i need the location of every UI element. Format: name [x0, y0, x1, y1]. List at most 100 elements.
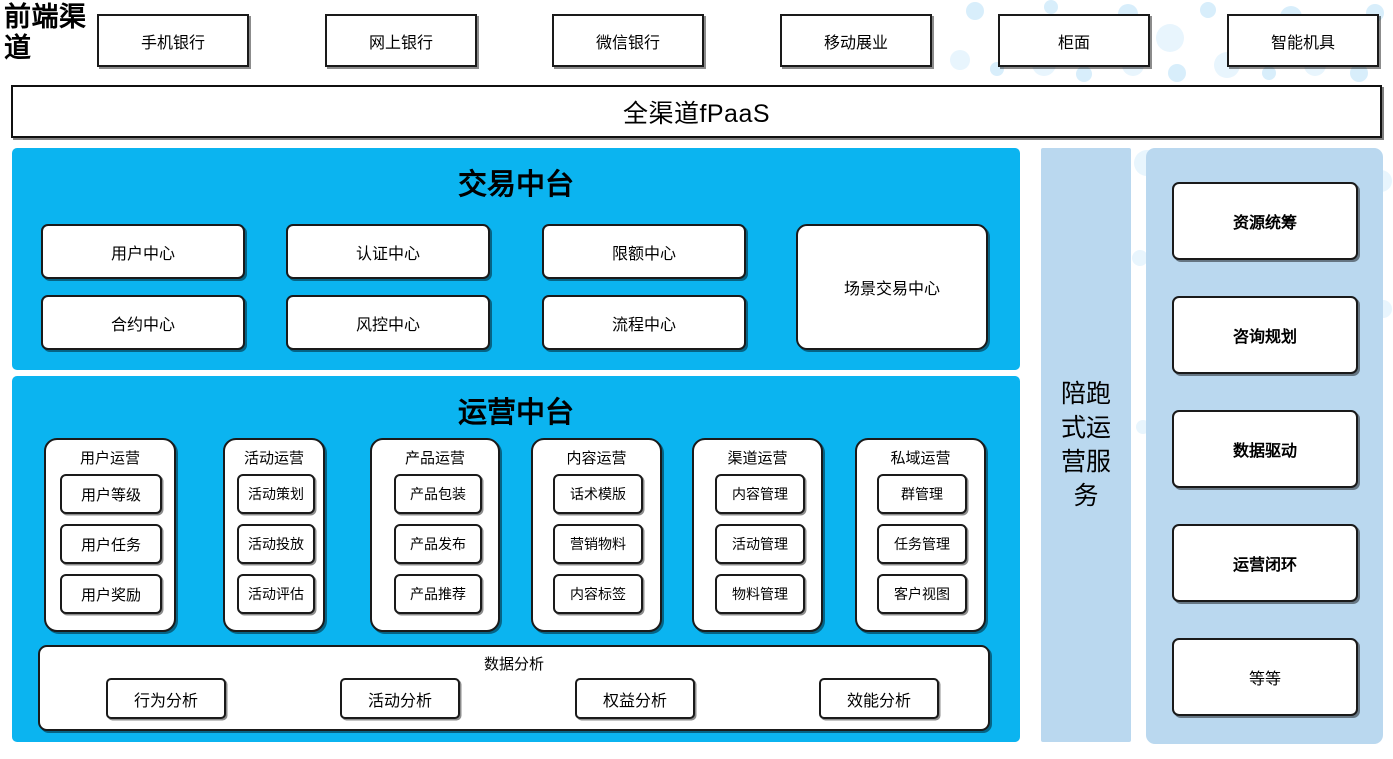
op-column-title-4: 渠道运营	[727, 450, 788, 467]
channel-label-1: 网上银行	[368, 34, 433, 52]
op-column-content: 内容运营 话术模版 营销物料 内容标签	[531, 438, 662, 632]
op-item-0-0[interactable]: 用户等级	[60, 474, 162, 514]
tx-label-3: 合约中心	[110, 316, 175, 334]
channel-label-2: 微信银行	[595, 34, 660, 52]
channel-box-smart-machine[interactable]: 智能机具	[1227, 14, 1379, 67]
analysis-item-behavior[interactable]: 行为分析	[106, 678, 226, 719]
op-item-label-4-2: 物料管理	[732, 586, 788, 602]
analysis-item-activity[interactable]: 活动分析	[340, 678, 460, 719]
tx-card-limit-center[interactable]: 限额中心	[542, 224, 746, 279]
right-card-resource-planning[interactable]: 资源统筹	[1172, 182, 1358, 260]
op-item-label-4-0: 内容管理	[732, 486, 788, 502]
tx-label-1: 认证中心	[355, 245, 420, 263]
channel-label-4: 柜面	[1057, 34, 1090, 52]
op-item-5-1[interactable]: 任务管理	[877, 524, 967, 564]
op-column-private-domain: 私域运营 群管理 任务管理 客户视图	[855, 438, 986, 632]
op-column-title-2: 产品运营	[404, 450, 465, 467]
service-column-label: 陪跑式运营服务	[1041, 148, 1131, 742]
op-column-title-3: 内容运营	[566, 450, 627, 467]
analysis-item-efficiency[interactable]: 效能分析	[819, 678, 939, 719]
op-item-4-2[interactable]: 物料管理	[715, 574, 805, 614]
tx-label-0: 用户中心	[110, 245, 175, 263]
channel-box-mobile-business[interactable]: 移动展业	[780, 14, 932, 67]
tx-card-scenario-transaction-center[interactable]: 场景交易中心	[796, 224, 988, 350]
data-analysis-panel: 数据分析 行为分析 活动分析 权益分析 效能分析	[38, 645, 990, 731]
tx-card-process-center[interactable]: 流程中心	[542, 295, 746, 350]
analysis-item-rights[interactable]: 权益分析	[575, 678, 695, 719]
right-label-1: 咨询规划	[1232, 329, 1297, 346]
op-item-4-0[interactable]: 内容管理	[715, 474, 805, 514]
service-column-text: 陪跑式运营服务	[1060, 380, 1111, 510]
op-item-label-3-0: 话术模版	[570, 486, 626, 502]
op-item-label-0-1: 用户任务	[80, 536, 141, 554]
op-item-label-0-2: 用户奖励	[80, 586, 141, 604]
right-label-0: 资源统筹	[1232, 215, 1297, 232]
op-item-label-1-2: 活动评估	[248, 586, 304, 602]
op-item-5-0[interactable]: 群管理	[877, 474, 967, 514]
op-column-title-1: 活动运营	[243, 450, 304, 467]
op-column-channel: 渠道运营 内容管理 活动管理 物料管理	[692, 438, 823, 632]
op-item-3-1[interactable]: 营销物料	[553, 524, 643, 564]
op-item-label-3-2: 内容标签	[570, 586, 626, 602]
right-card-data-driven[interactable]: 数据驱动	[1172, 410, 1358, 488]
analysis-label-1: 活动分析	[367, 692, 432, 710]
op-item-label-5-2: 客户视图	[894, 586, 950, 602]
op-item-label-5-0: 群管理	[901, 486, 943, 502]
op-item-5-2[interactable]: 客户视图	[877, 574, 967, 614]
op-item-label-0-0: 用户等级	[80, 486, 141, 504]
channel-box-mobile-bank[interactable]: 手机银行	[97, 14, 249, 67]
right-card-consulting-planning[interactable]: 咨询规划	[1172, 296, 1358, 374]
op-item-label-2-1: 产品发布	[410, 536, 466, 552]
op-column-activity: 活动运营 活动策划 活动投放 活动评估	[223, 438, 325, 632]
tx-label-4: 风控中心	[355, 316, 420, 334]
channel-box-counter[interactable]: 柜面	[998, 14, 1150, 67]
op-item-label-1-1: 活动投放	[248, 536, 304, 552]
channel-label-5: 智能机具	[1270, 34, 1335, 52]
op-item-3-2[interactable]: 内容标签	[553, 574, 643, 614]
tx-card-contract-center[interactable]: 合约中心	[41, 295, 245, 350]
fpaas-label: 全渠道fPaaS	[622, 99, 771, 128]
service-column-panel	[1041, 148, 1131, 742]
tx-label-5: 流程中心	[611, 316, 676, 334]
op-item-2-2[interactable]: 产品推荐	[394, 574, 482, 614]
op-item-label-4-1: 活动管理	[732, 536, 788, 552]
tx-tall-label: 场景交易中心	[843, 281, 940, 298]
channel-box-wechat-bank[interactable]: 微信银行	[552, 14, 704, 67]
front-channel-label: 前端渠道	[4, 2, 87, 63]
right-card-etc[interactable]: 等等	[1172, 638, 1358, 716]
op-item-0-1[interactable]: 用户任务	[60, 524, 162, 564]
tx-card-risk-center[interactable]: 风控中心	[286, 295, 490, 350]
right-card-operation-loop[interactable]: 运营闭环	[1172, 524, 1358, 602]
op-item-2-0[interactable]: 产品包装	[394, 474, 482, 514]
op-item-1-0[interactable]: 活动策划	[237, 474, 315, 514]
op-item-label-2-2: 产品推荐	[410, 586, 466, 602]
op-column-title-0: 用户运营	[79, 450, 140, 467]
op-column-title-5: 私域运营	[890, 450, 951, 467]
channel-label-0: 手机银行	[140, 34, 205, 52]
data-analysis-title: 数据分析	[483, 656, 544, 673]
op-item-3-0[interactable]: 话术模版	[553, 474, 643, 514]
op-column-user: 用户运营 用户等级 用户任务 用户奖励	[44, 438, 176, 632]
op-item-label-2-0: 产品包装	[410, 486, 466, 502]
channel-box-online-bank[interactable]: 网上银行	[325, 14, 477, 67]
analysis-label-0: 行为分析	[133, 692, 198, 710]
op-item-label-3-1: 营销物料	[570, 536, 626, 552]
right-label-2: 数据驱动	[1232, 443, 1297, 460]
tx-label-2: 限额中心	[611, 245, 676, 263]
channel-label-3: 移动展业	[823, 34, 888, 52]
op-item-0-2[interactable]: 用户奖励	[60, 574, 162, 614]
right-label-4: 等等	[1248, 671, 1281, 688]
fpaas-bar[interactable]: 全渠道fPaaS	[11, 85, 1382, 138]
op-item-1-2[interactable]: 活动评估	[237, 574, 315, 614]
op-item-4-1[interactable]: 活动管理	[715, 524, 805, 564]
tx-card-user-center[interactable]: 用户中心	[41, 224, 245, 279]
op-item-2-1[interactable]: 产品发布	[394, 524, 482, 564]
analysis-label-3: 效能分析	[846, 692, 911, 710]
tx-card-auth-center[interactable]: 认证中心	[286, 224, 490, 279]
op-item-label-5-1: 任务管理	[894, 536, 950, 552]
op-item-1-1[interactable]: 活动投放	[237, 524, 315, 564]
op-item-label-1-0: 活动策划	[248, 486, 304, 502]
right-label-3: 运营闭环	[1232, 557, 1297, 574]
analysis-label-2: 权益分析	[602, 692, 667, 710]
